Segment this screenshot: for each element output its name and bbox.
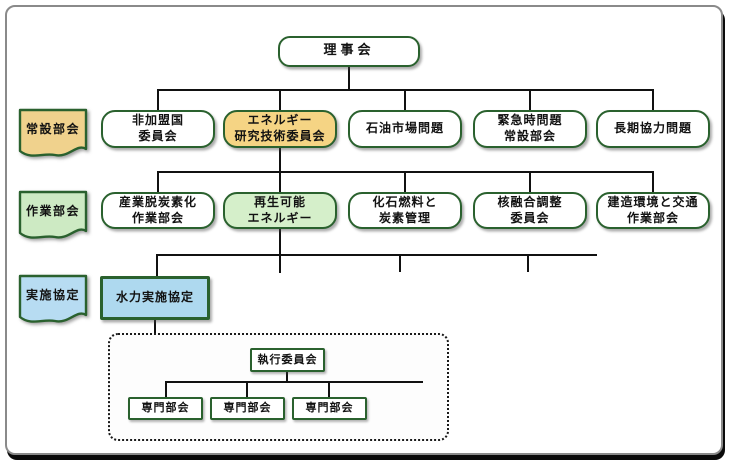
node-renewable-energy-working-party: 再生可能 エネルギー: [223, 192, 337, 229]
node-executive-committee: 執行委員会: [250, 348, 325, 372]
node-fusion-coordination-committee: 核融合調整 委員会: [473, 192, 587, 229]
connector-cert-drop: [279, 147, 281, 173]
node-subcommittee-2: 専門部会: [210, 397, 285, 420]
connector-hydro-drop: [156, 254, 158, 277]
connector-level2-drop-4: [529, 171, 531, 193]
connector-level1-drop-2: [279, 89, 281, 111]
row-label-working-parties: 作業部会: [18, 190, 88, 244]
node-emergency-questions-standing-group: 緊急時問題 常設部会: [473, 110, 587, 148]
connector-level2-drop-2: [279, 171, 281, 193]
connector-subcommittee-rail: [165, 381, 423, 383]
node-subcommittee-3: 専門部会: [292, 397, 367, 420]
node-oil-market-questions: 石油市場問題: [348, 110, 462, 148]
row-label-implementing-agreements: 実施協定: [18, 274, 88, 328]
connector-level3-stub-2: [527, 254, 529, 272]
node-fossil-fuels-carbon-management-working-party: 化石燃料と 炭素管理: [348, 192, 462, 229]
connector-subcommittee-drop-3: [328, 381, 330, 398]
node-energy-research-technology-committee: エネルギー 研究技術委員会: [223, 110, 337, 148]
connector-level3-rail: [156, 254, 597, 256]
connector-level1-drop-4: [529, 89, 531, 111]
flag-shape-orange: [18, 108, 88, 157]
node-buildings-transport-working-party: 建造環境と交通 作業部会: [596, 192, 710, 229]
connector-exec-drop: [286, 371, 288, 383]
node-non-member-countries-committee: 非加盟国 委員会: [101, 110, 215, 148]
row-label-text: 作業部会: [25, 204, 80, 218]
connector-hydro-to-group: [154, 319, 156, 335]
connector-level2-drop-1: [157, 171, 159, 193]
connector-level1-drop-5: [652, 89, 654, 111]
connector-level2-drop-3: [404, 171, 406, 193]
flag-shape-blue: [18, 274, 88, 323]
connector-subcommittee-drop-2: [246, 381, 248, 398]
connector-level1-drop-1: [157, 89, 159, 111]
connector-level3-stub-1: [399, 254, 401, 272]
node-industry-decarbonisation-working-party: 産業脱炭素化 作業部会: [101, 192, 215, 229]
node-governing-board: 理事会: [278, 36, 420, 67]
connector-level2-drop-5: [652, 171, 654, 193]
connector-level1-drop-3: [404, 89, 406, 111]
connector-rewp-drop: [279, 228, 281, 273]
node-long-term-cooperation-questions: 長期協力問題: [596, 110, 710, 148]
node-hydropower-implementing-agreement: 水力実施協定: [100, 276, 210, 320]
row-label-text: 実施協定: [25, 288, 80, 302]
connector-subcommittee-drop-1: [165, 381, 167, 398]
connector-board-drop: [348, 66, 350, 91]
row-label-text: 常設部会: [25, 122, 80, 136]
node-subcommittee-1: 専門部会: [128, 397, 203, 420]
flag-shape-green: [18, 190, 88, 239]
row-label-standing-committees: 常設部会: [18, 108, 88, 162]
